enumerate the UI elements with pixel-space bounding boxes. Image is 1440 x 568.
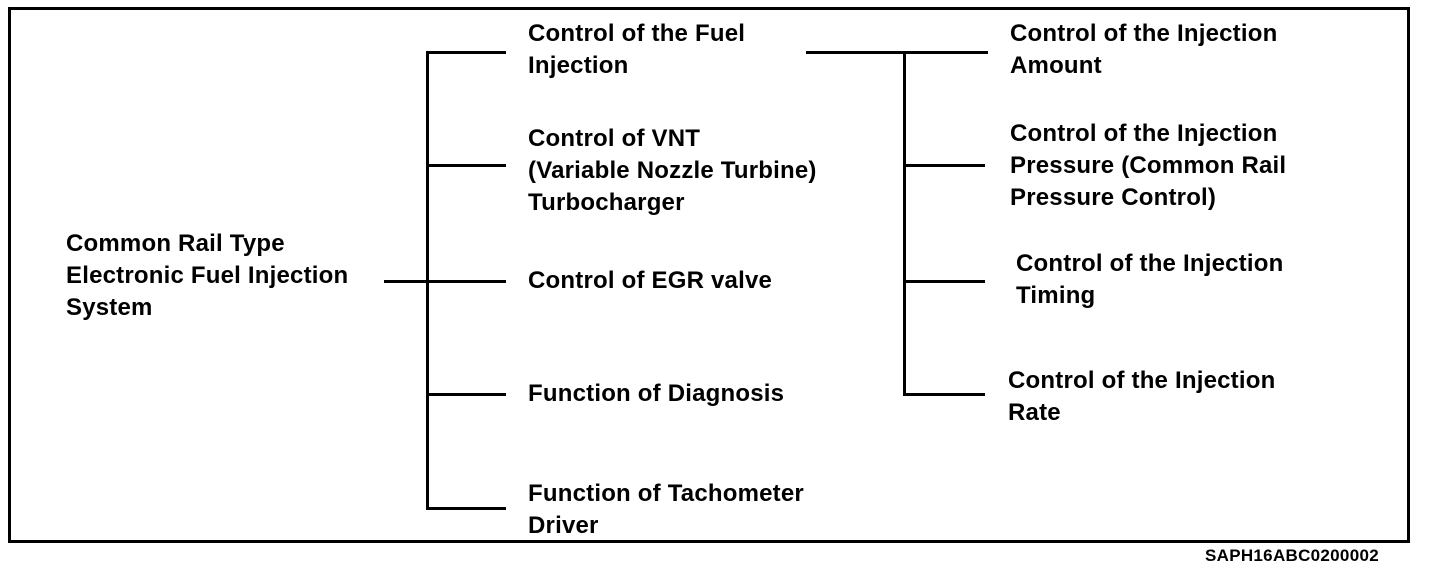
fuel-injection-to-level2-line bbox=[806, 51, 988, 54]
branch-line-fuel-injection bbox=[426, 51, 506, 54]
node-function-tachometer-driver: Function of Tachometer Driver bbox=[528, 480, 804, 539]
branch-line-diagnosis bbox=[426, 393, 506, 396]
node-function-diagnosis: Function of Diagnosis bbox=[528, 380, 785, 407]
branch-line-vnt-turbocharger bbox=[426, 164, 506, 167]
branch-line-injection-pressure bbox=[905, 164, 985, 167]
branch-line-tachometer-driver bbox=[426, 507, 506, 510]
root-connector-line bbox=[384, 280, 426, 283]
node-control-injection-amount: Control of the Injection Amount bbox=[1010, 20, 1278, 79]
node-control-injection-rate: Control of the Injection Rate bbox=[1008, 367, 1276, 426]
figure-code: SAPH16ABC0200002 bbox=[1205, 546, 1379, 565]
node-control-injection-pressure: Control of the Injection Pressure (Commo… bbox=[1010, 120, 1287, 211]
branch-line-egr-valve bbox=[426, 280, 506, 283]
branch-line-injection-rate bbox=[905, 393, 985, 396]
diagram-border-frame bbox=[8, 7, 1410, 543]
node-common-rail-system: Common Rail Type Electronic Fuel Injecti… bbox=[66, 230, 349, 321]
node-control-fuel-injection: Control of the Fuel Injection bbox=[528, 20, 746, 79]
node-control-injection-timing: Control of the Injection Timing bbox=[1016, 250, 1284, 309]
branch-line-injection-timing bbox=[905, 280, 985, 283]
node-control-vnt-turbocharger: Control of VNT (Variable Nozzle Turbine)… bbox=[528, 125, 817, 216]
level2-spine-line bbox=[903, 51, 906, 396]
node-control-egr-valve: Control of EGR valve bbox=[528, 267, 773, 294]
